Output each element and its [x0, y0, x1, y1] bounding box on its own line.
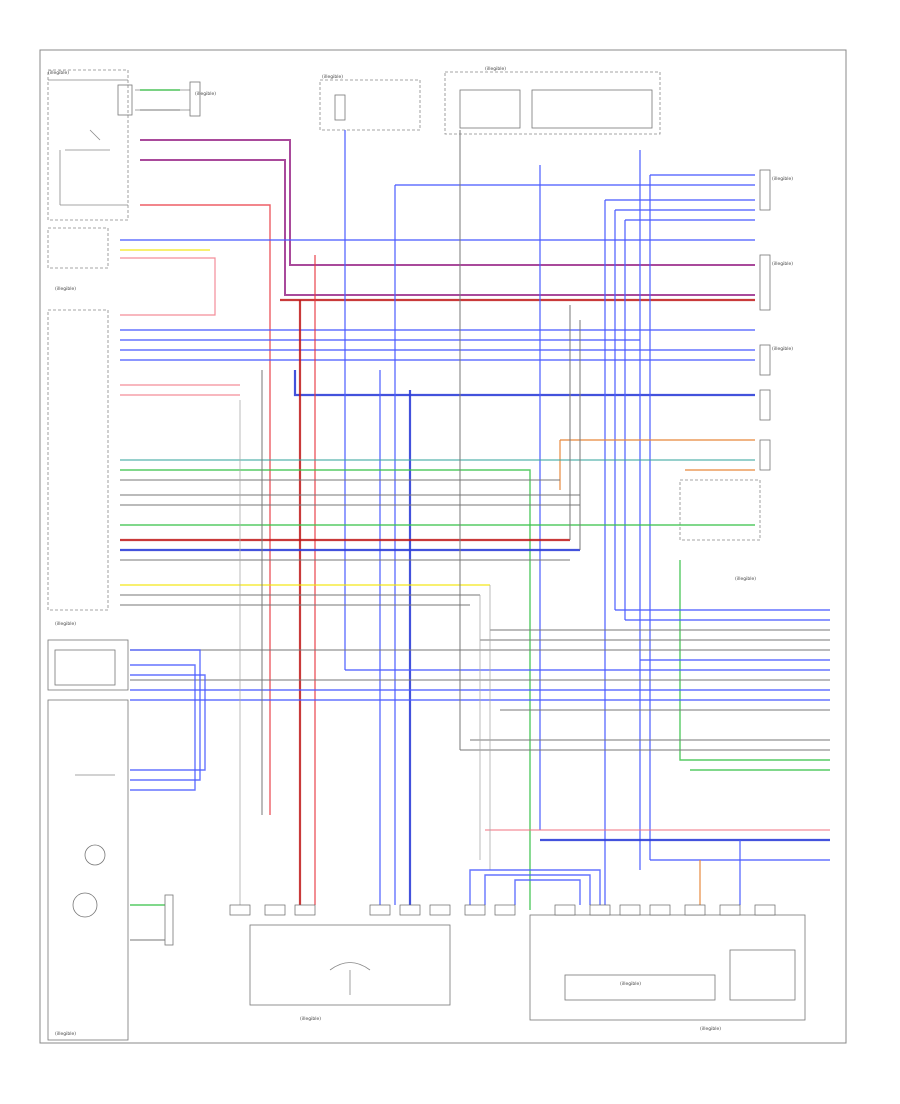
bottom-terminals [229, 904, 776, 916]
comp-label-7: (illegible) [735, 576, 756, 582]
label-ignition-switch: (illegible) [620, 981, 641, 987]
component-labels: (illegible) (illegible) (illegible) (ill… [55, 66, 793, 627]
comp-label-3: (illegible) [485, 66, 506, 72]
heater-control-switch [249, 924, 451, 1006]
wire-blue-f [293, 370, 755, 397]
comp-label-6: (illegible) [772, 346, 793, 352]
wire-red-1 [140, 204, 271, 815]
label-climate-control-unit: (illegible) [55, 286, 76, 292]
comp-label-8: (illegible) [55, 621, 76, 627]
wire-pink-loop [120, 257, 216, 316]
top-center-component [319, 79, 421, 131]
top-fuse-block [444, 71, 661, 135]
wire-green-1 [120, 469, 531, 910]
label-tl-corner: (illegible) [48, 70, 69, 76]
climate-control-unit [47, 227, 129, 1041]
label-footer-code: (illegible) [700, 1026, 721, 1032]
wire-green-r [679, 560, 830, 761]
wire-purple-1 [140, 139, 755, 266]
comp-label-5: (illegible) [772, 261, 793, 267]
diagram-frame [39, 49, 847, 1044]
comp-label-4: (illegible) [772, 176, 793, 182]
ignition-relay-group [47, 69, 201, 221]
label-blower-bottom: (illegible) [55, 1031, 76, 1037]
comp-label-2: (illegible) [322, 74, 343, 80]
blower-relay-group [54, 649, 206, 946]
bottom-right-module [469, 840, 806, 1021]
label-heater-control-switch: (illegible) [300, 1016, 321, 1022]
comp-label-1: (illegible) [195, 91, 216, 97]
right-connectors [679, 169, 771, 541]
wire-purple-2 [140, 159, 755, 296]
